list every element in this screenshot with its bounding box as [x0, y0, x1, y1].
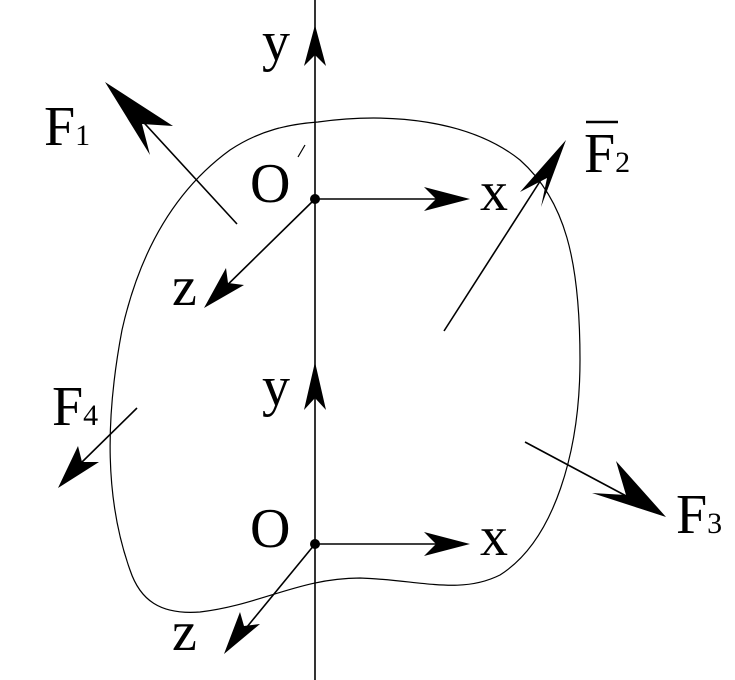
f4-arrowhead: [58, 446, 99, 488]
f3-force-line: [524, 441, 631, 499]
f2-force-line: [443, 171, 547, 332]
z-lower-label: z: [172, 601, 197, 663]
origin-prime-tick: [297, 144, 306, 158]
x-upper-arrowhead: [424, 187, 470, 211]
f1-arrowhead: [105, 82, 173, 155]
z-upper-arrowhead: [204, 268, 244, 308]
f2-subscript: 2: [615, 146, 630, 179]
z-lower-arrowhead: [224, 612, 260, 654]
y-lower-label: y: [262, 356, 290, 418]
f4-subscript: 4: [83, 399, 98, 432]
f1-force-line: [134, 112, 238, 225]
f1-subscript: 1: [75, 119, 90, 152]
origin-lower-label: O: [250, 498, 290, 560]
x-upper-label: x: [480, 161, 508, 223]
f4-force-line: [79, 407, 138, 465]
x-lower-arrowhead: [424, 532, 470, 556]
f3-letter: F: [676, 484, 707, 546]
f4-label: F4: [52, 376, 98, 438]
x-lower-label: x: [480, 506, 508, 568]
f1-letter: F: [44, 96, 75, 158]
y-upper-arrowhead: [304, 25, 326, 66]
f2-label: F2: [584, 123, 630, 185]
f1-label: F1: [44, 96, 90, 158]
f3-arrowhead: [592, 461, 666, 517]
y-lower-arrowhead: [304, 362, 326, 410]
f3-subscript: 3: [707, 507, 722, 540]
rigid-body-outline: [109, 117, 581, 613]
f3-label: F3: [676, 484, 722, 546]
y-upper-label: y: [262, 11, 290, 73]
f2-letter: F: [584, 123, 615, 185]
origin-upper-label: O: [250, 153, 290, 215]
f2-arrowhead: [520, 140, 566, 207]
z-upper-label: z: [172, 256, 197, 318]
origin-upper-prime: ′: [296, 134, 303, 167]
f4-letter: F: [52, 376, 83, 438]
